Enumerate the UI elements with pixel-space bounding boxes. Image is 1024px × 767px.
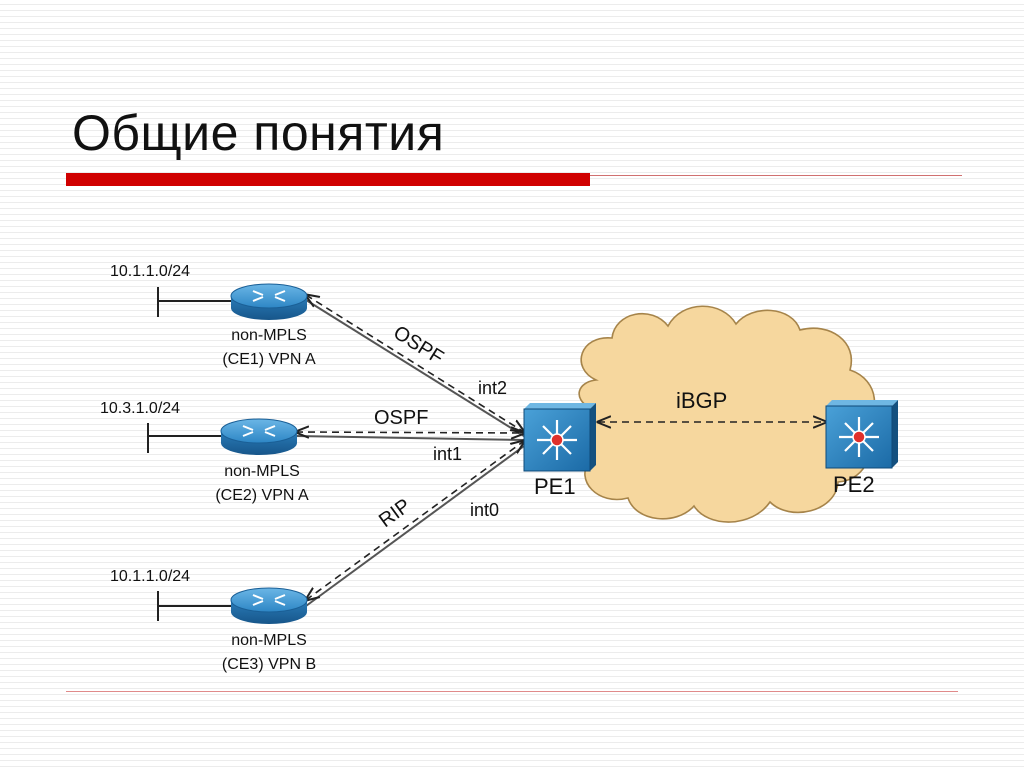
ce3-subnet-label: 10.1.1.0/24: [110, 568, 190, 585]
ce1-vpn-label: (CE1) VPN A: [222, 351, 316, 368]
switch-pe1: [523, 403, 596, 472]
router-ce2: [220, 418, 298, 455]
link-ce3-protocol: RIP: [375, 495, 415, 532]
switch-pe2: [825, 400, 898, 469]
ce3-vpn-label: (CE3) VPN B: [222, 656, 316, 673]
ce1-type-label: non-MPLS: [231, 327, 307, 344]
ce2-subnet-label: 10.3.1.0/24: [100, 400, 180, 417]
lan-stub-ce1: [157, 287, 232, 317]
routing-sessions: [296, 295, 826, 600]
router-ce1: [230, 283, 308, 320]
footer-divider: [66, 691, 958, 692]
title-underline-red: [66, 173, 590, 186]
ce2-type-label: non-MPLS: [224, 463, 300, 480]
router-ce3: [230, 587, 308, 624]
pe2-label: PE2: [833, 472, 875, 497]
link-ce2-protocol: OSPF: [374, 407, 428, 429]
link-ce1-protocol: OSPF: [389, 322, 447, 370]
link-ce1-interface: int2: [478, 378, 507, 398]
link-ce2-interface: int1: [433, 444, 462, 464]
page-title: Общие понятия: [72, 105, 445, 161]
pe1-label: PE1: [534, 474, 576, 499]
lan-stub-ce2: [147, 423, 222, 453]
ce2-vpn-label: (CE2) VPN A: [215, 487, 309, 504]
lan-stub-ce3: [157, 591, 232, 621]
title-underline-thin: [590, 175, 962, 176]
ce1-subnet-label: 10.1.1.0/24: [110, 263, 190, 280]
link-ce3-interface: int0: [470, 500, 499, 520]
core-protocol-label: iBGP: [676, 388, 727, 413]
ce3-type-label: non-MPLS: [231, 632, 307, 649]
